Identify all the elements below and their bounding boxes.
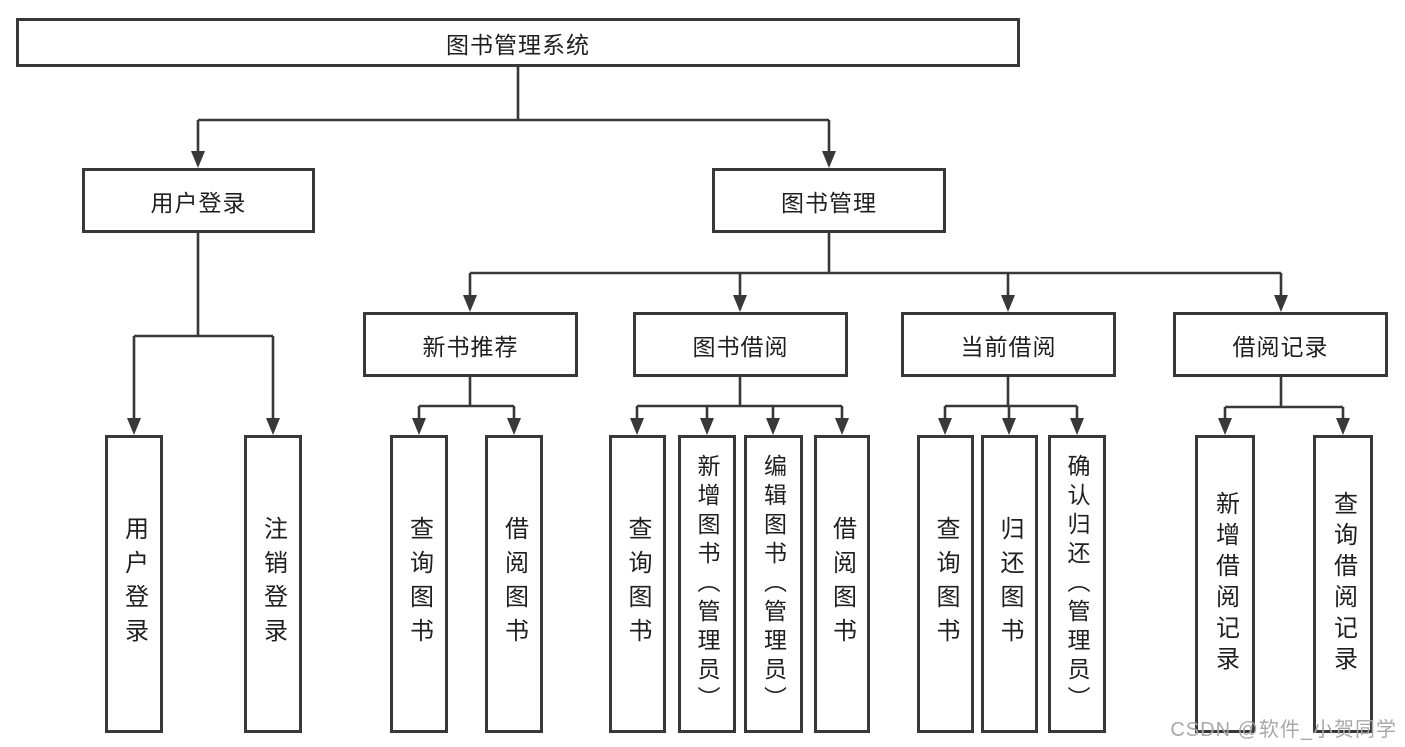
arrow-icon <box>127 418 141 435</box>
leaf-logout: 注销登录 <box>244 435 302 733</box>
watermark: CSDN @软件_小贺同学 <box>1170 719 1397 741</box>
arrow-icon <box>822 151 836 168</box>
arrow-icon <box>630 418 644 435</box>
arrow-icon <box>463 295 477 312</box>
leaf-query-books-recommend: 查询图书 <box>390 435 448 733</box>
node-book-borrow: 图书借阅 <box>633 312 848 377</box>
arrow-icon <box>1070 418 1084 435</box>
node-user-login: 用户登录 <box>82 168 315 233</box>
arrow-icon <box>1336 418 1350 435</box>
leaf-query-books-borrow: 查询图书 <box>609 435 666 733</box>
arrow-icon <box>1274 295 1288 312</box>
arrow-icon <box>700 418 714 435</box>
arrow-icon <box>1218 418 1232 435</box>
arrow-icon <box>1002 418 1016 435</box>
connector-book-borrow-children <box>635 377 844 420</box>
leaf-borrow-books: 借阅图书 <box>814 435 870 733</box>
arrow-icon <box>191 151 205 168</box>
leaf-query-books-current: 查询图书 <box>917 435 974 733</box>
node-book-management: 图书管理 <box>712 168 946 233</box>
node-root: 图书管理系统 <box>16 18 1020 67</box>
leaf-borrow-books-recommend: 借阅图书 <box>485 435 543 733</box>
node-current-borrow: 当前借阅 <box>901 312 1116 377</box>
connector-book-management-children <box>468 233 1283 297</box>
leaf-confirm-return-admin: 确认归还（管理员） <box>1048 435 1106 733</box>
arrow-icon <box>835 418 849 435</box>
arrow-icon <box>412 418 426 435</box>
arrow-icon <box>1001 295 1015 312</box>
arrow-icon <box>266 418 280 435</box>
node-new-book-recommend: 新书推荐 <box>363 312 578 377</box>
connector-current-borrow-children <box>943 377 1079 420</box>
arrow-icon <box>938 418 952 435</box>
arrow-icon <box>733 295 747 312</box>
node-borrow-records: 借阅记录 <box>1173 312 1388 377</box>
leaf-query-borrow-record: 查询借阅记录 <box>1313 435 1373 733</box>
arrow-icon <box>766 418 780 435</box>
connector-borrow-records-children <box>1223 377 1345 420</box>
leaf-edit-books-admin: 编辑图书（管理员） <box>744 435 803 733</box>
arrow-icon <box>507 418 521 435</box>
connector-root-to-level2 <box>196 67 831 153</box>
connector-new-book-recommend-children <box>417 377 516 420</box>
leaf-add-books-admin: 新增图书（管理员） <box>678 435 736 733</box>
leaf-return-books: 归还图书 <box>981 435 1038 733</box>
leaf-add-borrow-record: 新增借阅记录 <box>1195 435 1255 733</box>
leaf-user-login: 用户登录 <box>105 435 163 733</box>
connector-user-login-children <box>132 233 275 420</box>
